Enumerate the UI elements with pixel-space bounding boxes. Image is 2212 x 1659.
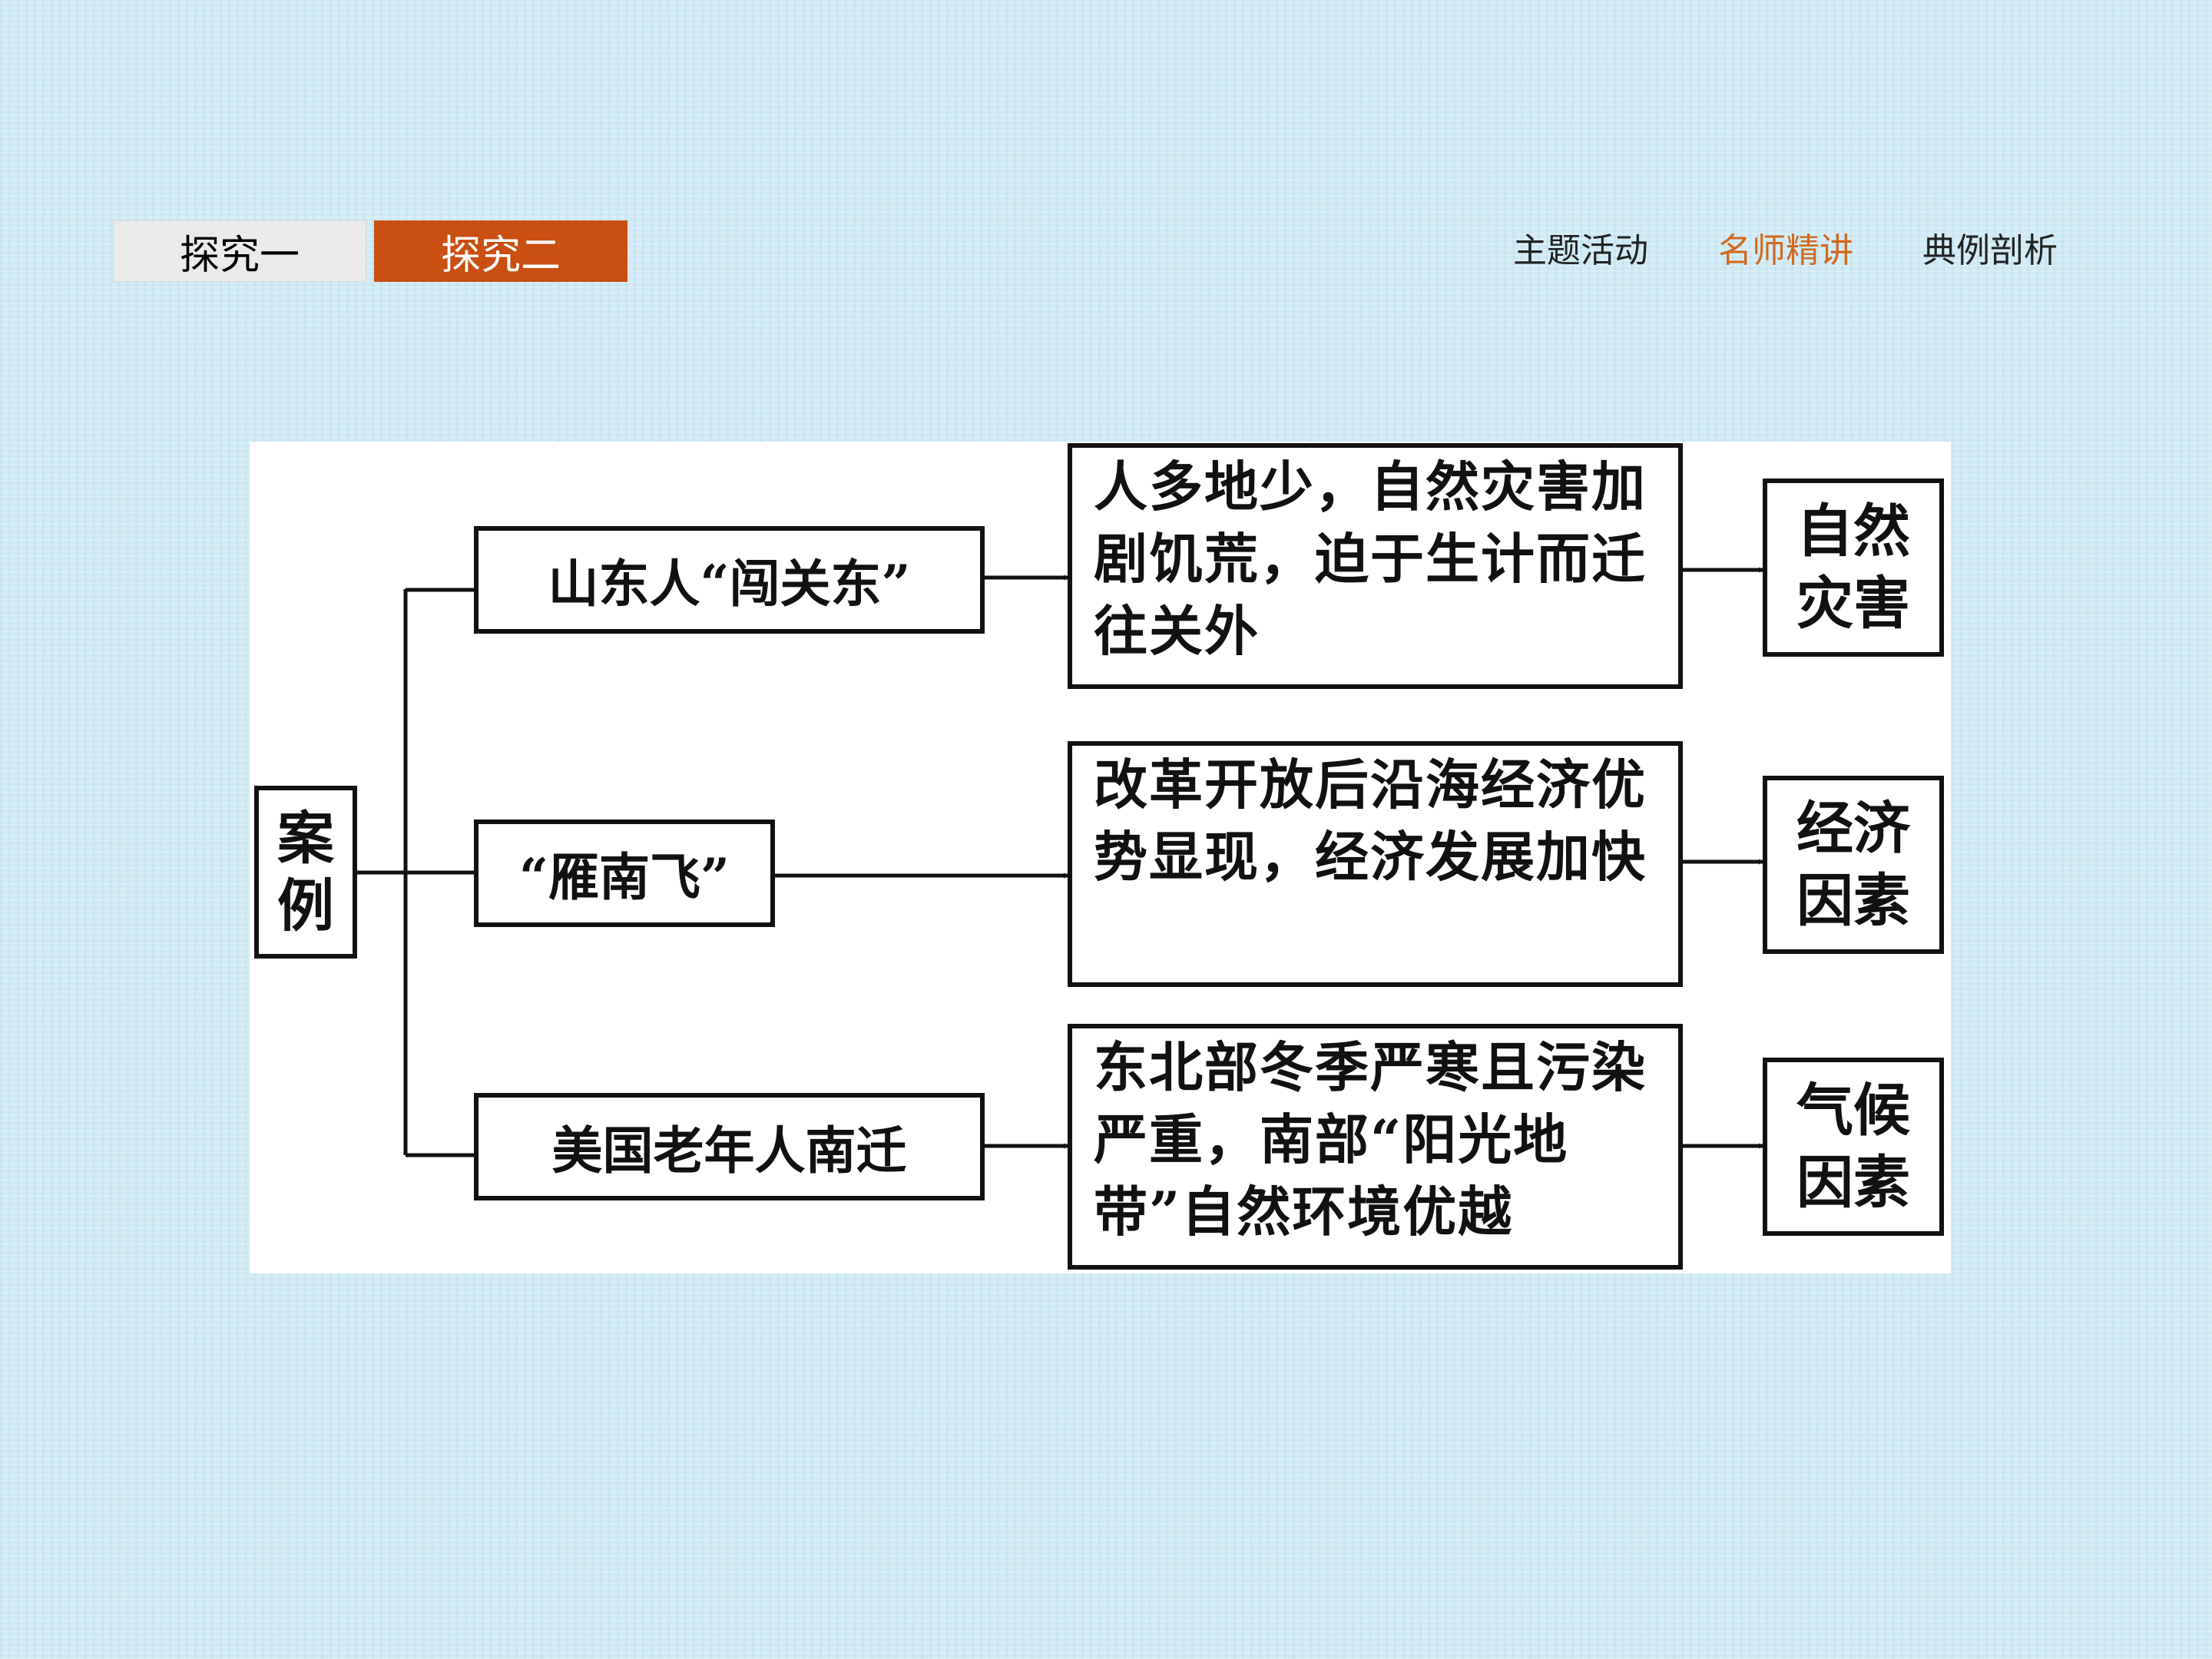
factor-box-2: 经济因素 [1763,776,1944,954]
nav-example-analysis[interactable]: 典例剖析 [1922,231,2058,270]
reason-text-3: 东北部冬季严寒且污染严重，南部“阳光地带”自然环境优越 [1094,1035,1647,1243]
tab-explore-two[interactable]: 探究二 [374,220,628,282]
reason-text-2: 改革开放后沿海经济优势显现，经济发展加快 [1094,753,1647,889]
factor-label-3: 气候因素 [1796,1078,1910,1216]
factor-label-2: 经济因素 [1796,796,1910,934]
factor-box-1: 自然灾害 [1763,478,1944,657]
nav-theme-activity[interactable]: 主题活动 [1513,231,1648,270]
tab-explore-one[interactable]: 探究一 [113,220,366,282]
reason-text-1: 人多地少，自然灾害加剧饥荒，迫于生计而迁往关外 [1094,455,1647,663]
root-label: 案例 [277,805,334,939]
case-label-2: “雁南飞” [519,847,730,907]
case-label-1: 山东人“闯关东” [548,554,911,614]
case-box-2: “雁南飞” [474,820,775,927]
connector-lines [357,567,1764,1157]
case-label-3: 美国老年人南迁 [551,1121,907,1181]
nav-teacher-lecture[interactable]: 名师精讲 [1718,231,1853,270]
reason-box-3: 东北部冬季严寒且污染严重，南部“阳光地带”自然环境优越 [1068,1024,1683,1270]
case-box-1: 山东人“闯关东” [474,526,985,634]
root-box: 案例 [254,786,357,959]
factor-box-3: 气候因素 [1763,1058,1944,1236]
migration-case-diagram: 案例 山东人“闯关东” “雁南飞” 美国老年人南迁 人多地少，自然灾害加剧饥荒，… [250,442,1951,1273]
factor-label-1: 自然灾害 [1796,498,1910,637]
reason-box-1: 人多地少，自然灾害加剧饥荒，迫于生计而迁往关外 [1068,443,1683,689]
reason-box-2: 改革开放后沿海经济优势显现，经济发展加快 [1068,741,1683,987]
case-box-3: 美国老年人南迁 [474,1093,985,1200]
